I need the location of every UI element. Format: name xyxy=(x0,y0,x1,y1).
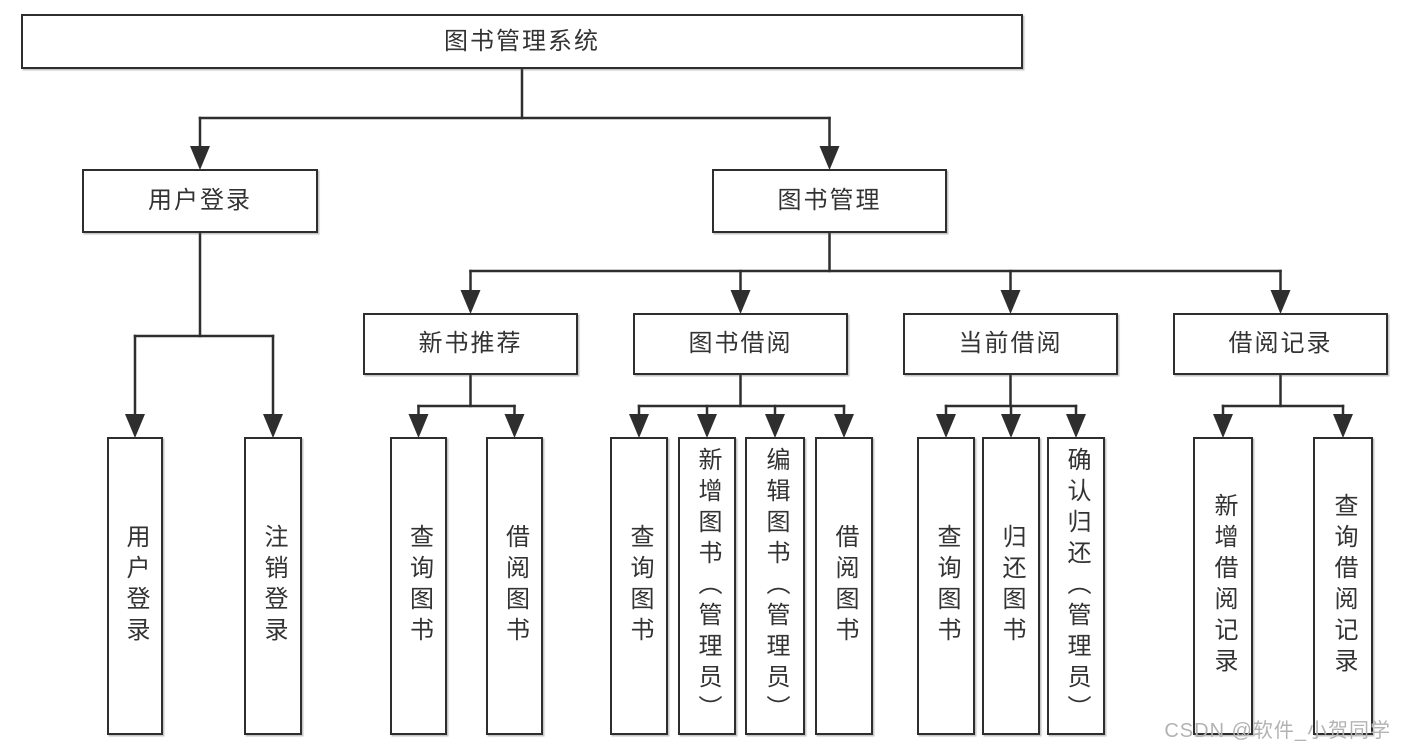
node-label-book-mgmt: 图书管理 xyxy=(777,187,882,214)
arrowhead-icon xyxy=(263,414,283,438)
node-cb-confirm: 确认归还（管理员） xyxy=(1047,437,1105,735)
arrowhead-icon xyxy=(460,290,481,314)
node-nbr-query: 查询图书 xyxy=(390,437,447,735)
arrowhead-icon xyxy=(1001,414,1021,438)
node-label-cb-confirm: 确认归还（管理员） xyxy=(1063,446,1090,726)
node-label-cb-return: 归还图书 xyxy=(998,524,1025,648)
arrowhead-icon xyxy=(1270,290,1291,314)
node-label-borrow-records: 借阅记录 xyxy=(1228,330,1333,357)
arrowhead-icon xyxy=(1213,414,1233,438)
node-label-book-borrow: 图书借阅 xyxy=(688,330,793,357)
node-br-add: 新增借阅记录 xyxy=(1193,437,1253,735)
node-br-query: 查询借阅记录 xyxy=(1313,437,1373,735)
arrowhead-icon xyxy=(1333,414,1353,438)
node-new-book-rec: 新书推荐 xyxy=(363,313,578,375)
node-label-bb-add: 新增图书（管理员） xyxy=(694,446,721,726)
node-current-borrow: 当前借阅 xyxy=(903,313,1118,375)
node-label-br-add: 新增借阅记录 xyxy=(1210,493,1237,679)
csdn-watermark: CSDN @软件_小贺同学 xyxy=(1164,720,1391,742)
arrowhead-icon xyxy=(629,414,649,438)
node-cb-query: 查询图书 xyxy=(917,437,975,735)
node-label-cb-query: 查询图书 xyxy=(933,524,960,648)
node-user-login: 用户登录 xyxy=(107,437,163,735)
node-label-bb-borrow: 借阅图书 xyxy=(831,524,858,648)
node-borrow-records: 借阅记录 xyxy=(1173,313,1388,375)
node-label-bb-edit: 编辑图书（管理员） xyxy=(762,446,789,726)
arrowhead-icon xyxy=(936,414,956,438)
node-label-user-login-group: 用户登录 xyxy=(148,187,252,214)
node-label-nbr-query: 查询图书 xyxy=(405,524,433,648)
node-label-system: 图书管理系统 xyxy=(444,27,600,55)
node-cb-return: 归还图书 xyxy=(982,437,1040,735)
node-bb-edit: 编辑图书（管理员） xyxy=(745,437,805,735)
arrowhead-icon xyxy=(125,414,145,438)
node-bb-borrow: 借阅图书 xyxy=(815,437,873,735)
arrowhead-icon xyxy=(190,146,210,170)
node-book-mgmt: 图书管理 xyxy=(712,169,947,233)
node-label-br-query: 查询借阅记录 xyxy=(1330,493,1357,679)
arrowhead-icon xyxy=(834,414,854,438)
node-logout: 注销登录 xyxy=(244,437,302,735)
node-book-borrow: 图书借阅 xyxy=(633,313,848,375)
node-nbr-borrow: 借阅图书 xyxy=(486,437,543,735)
node-system: 图书管理系统 xyxy=(21,14,1023,69)
node-label-bb-query: 查询图书 xyxy=(626,524,653,648)
node-label-logout: 注销登录 xyxy=(260,524,287,648)
arrowhead-icon xyxy=(1000,290,1021,314)
arrowhead-icon xyxy=(504,414,525,438)
arrowhead-icon xyxy=(730,290,751,314)
arrowhead-icon xyxy=(1066,414,1086,438)
node-bb-query: 查询图书 xyxy=(610,437,668,735)
arrowhead-icon xyxy=(408,414,429,438)
node-label-new-book-rec: 新书推荐 xyxy=(418,330,523,357)
arrowhead-icon xyxy=(697,414,717,438)
node-user-login-group: 用户登录 xyxy=(82,169,318,233)
arrowhead-icon xyxy=(765,414,785,438)
node-label-nbr-borrow: 借阅图书 xyxy=(501,524,529,648)
node-bb-add: 新增图书（管理员） xyxy=(678,437,736,735)
node-label-user-login: 用户登录 xyxy=(122,524,149,648)
node-label-current-borrow: 当前借阅 xyxy=(958,330,1063,357)
arrowhead-icon xyxy=(819,146,840,170)
